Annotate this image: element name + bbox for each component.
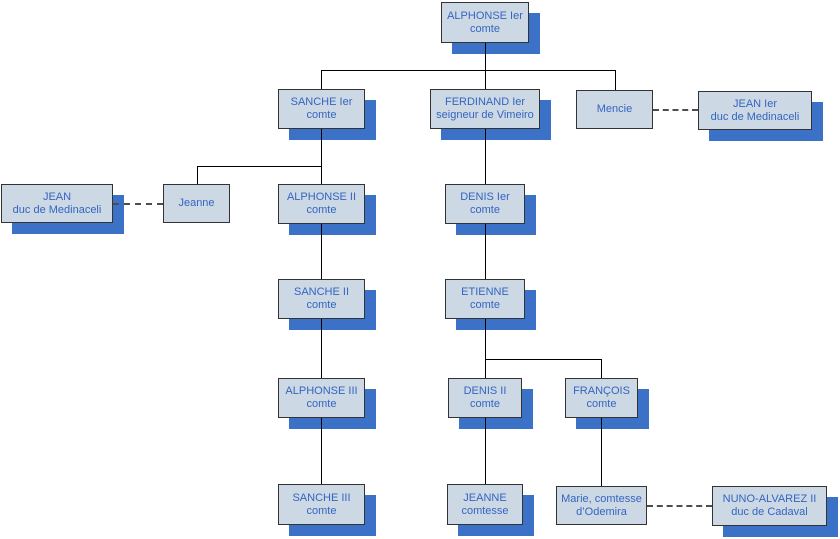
node-label-line: FRANÇOIS — [573, 385, 630, 397]
node-label-line: DENIS Ier — [460, 191, 510, 203]
node-label-line: comte — [470, 22, 500, 35]
descent-line — [485, 359, 601, 360]
descent-line — [197, 166, 198, 184]
node-label-line: comtesse — [461, 504, 509, 517]
node-label-line: SANCHE Ier — [290, 96, 353, 108]
node-label-line: FERDINAND Ier — [444, 96, 526, 108]
marriage-link-dashed — [647, 505, 712, 507]
node-label-line: comte — [470, 204, 500, 216]
node-label-line: comte — [306, 204, 337, 216]
node-label-line: comte — [470, 299, 500, 311]
node-label-line: comte — [306, 504, 337, 517]
descent-line — [321, 418, 322, 484]
descent-line — [197, 166, 321, 167]
node-label-line: comte — [306, 398, 337, 410]
descent-line — [321, 70, 615, 71]
descent-line — [485, 43, 486, 70]
descent-line — [485, 224, 486, 279]
node-label-line: comte — [470, 398, 500, 410]
descent-line — [321, 319, 322, 378]
node-label-line: SANCHE III — [292, 491, 351, 504]
descent-line — [321, 70, 322, 89]
node-label-line: duc de Cadaval — [731, 506, 808, 518]
descent-line — [485, 418, 486, 484]
node-label-line: d’Odemira — [576, 505, 627, 518]
node-label-line: ALPHONSE III — [285, 385, 358, 397]
descent-line — [485, 129, 486, 184]
descent-line — [321, 129, 322, 184]
node-label-line: JEAN Ier — [732, 97, 777, 110]
marriage-link-dashed — [653, 109, 698, 111]
descent-line — [321, 224, 322, 279]
node-jeanne: Jeanne — [163, 184, 230, 223]
descent-line — [615, 70, 616, 90]
node-label-line: ALPHONSE II — [286, 191, 357, 203]
node-label-line: seigneur de Vimeiro — [436, 109, 534, 121]
node-label-line: DENIS II — [463, 385, 507, 397]
node-label-line: duc de Medinaceli — [710, 110, 800, 123]
descent-line — [601, 418, 602, 486]
marriage-link-dashed — [113, 203, 163, 205]
descent-line — [485, 319, 486, 378]
node-label-line: SANCHE II — [293, 286, 349, 298]
node-label-line: JEAN — [42, 190, 72, 203]
node-label-line: Marie, comtesse — [561, 492, 642, 505]
node-label-line: Mencie — [596, 103, 633, 115]
node-label-line: comte — [306, 109, 337, 121]
node-label-line: ETIENNE — [461, 286, 509, 298]
node-label-line: Jeanne — [178, 197, 215, 209]
descent-line — [485, 70, 486, 89]
node-label-line: comte — [586, 398, 617, 410]
node-label-line: comte — [306, 299, 337, 311]
node-label-line: JEANNE — [463, 491, 507, 504]
node-label-line: NUNO-ALVAREZ II — [722, 493, 817, 505]
node-label-line: duc de Medinaceli — [12, 203, 102, 216]
descent-line — [601, 359, 602, 378]
node-mencie: Mencie — [576, 90, 653, 129]
node-label-line: ALPHONSE Ier — [447, 9, 523, 22]
